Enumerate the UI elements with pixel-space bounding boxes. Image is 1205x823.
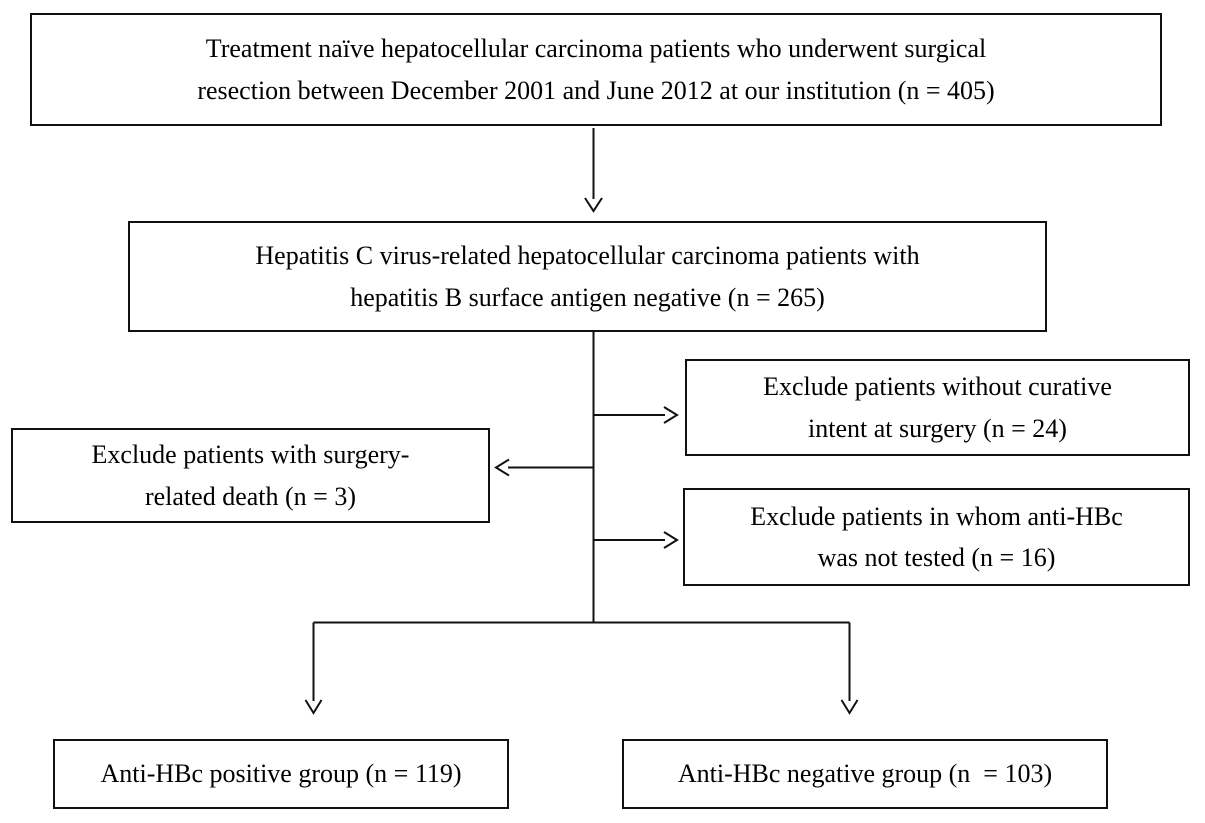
box-anti-hbc-positive-group-text: Anti-HBc positive group (n = 119) xyxy=(100,759,462,789)
box-anti-hbc-negative-group-text: Anti-HBc negative group (n = 103) xyxy=(677,759,1053,789)
box-enrollment-text: Treatment naïve hepatocellular carcinoma… xyxy=(197,34,995,105)
box-anti-hbc-negative-group: Anti-HBc negative group (n = 103) xyxy=(622,739,1108,809)
box-exclude-not-tested-text: Exclude patients in whom anti-HBc was no… xyxy=(750,501,1123,572)
box-exclude-surgery-death-text: Exclude patients with surgery- related d… xyxy=(91,440,410,511)
box-hcv-hbsag-negative: Hepatitis C virus-related hepatocellular… xyxy=(128,221,1047,332)
arrow-to-exclude-death xyxy=(494,458,594,477)
arrow-to-exclude-curative xyxy=(593,406,679,424)
box-exclude-not-tested: Exclude patients in whom anti-HBc was no… xyxy=(683,488,1190,586)
arrow-to-positive-group xyxy=(304,622,323,715)
box-anti-hbc-positive-group: Anti-HBc positive group (n = 119) xyxy=(53,739,509,809)
box-hcv-hbsag-negative-text: Hepatitis C virus-related hepatocellular… xyxy=(255,241,920,312)
box-enrollment: Treatment naïve hepatocellular carcinoma… xyxy=(30,13,1162,126)
arrow-to-exclude-untested xyxy=(593,531,679,549)
box-exclude-curative-intent: Exclude patients without curative intent… xyxy=(685,359,1190,456)
arrow-to-negative-group xyxy=(840,622,859,715)
arrow-enrollment-to-hcv xyxy=(584,128,603,213)
box-exclude-curative-intent-text: Exclude patients without curative intent… xyxy=(763,372,1112,443)
box-exclude-surgery-death: Exclude patients with surgery- related d… xyxy=(11,428,490,523)
